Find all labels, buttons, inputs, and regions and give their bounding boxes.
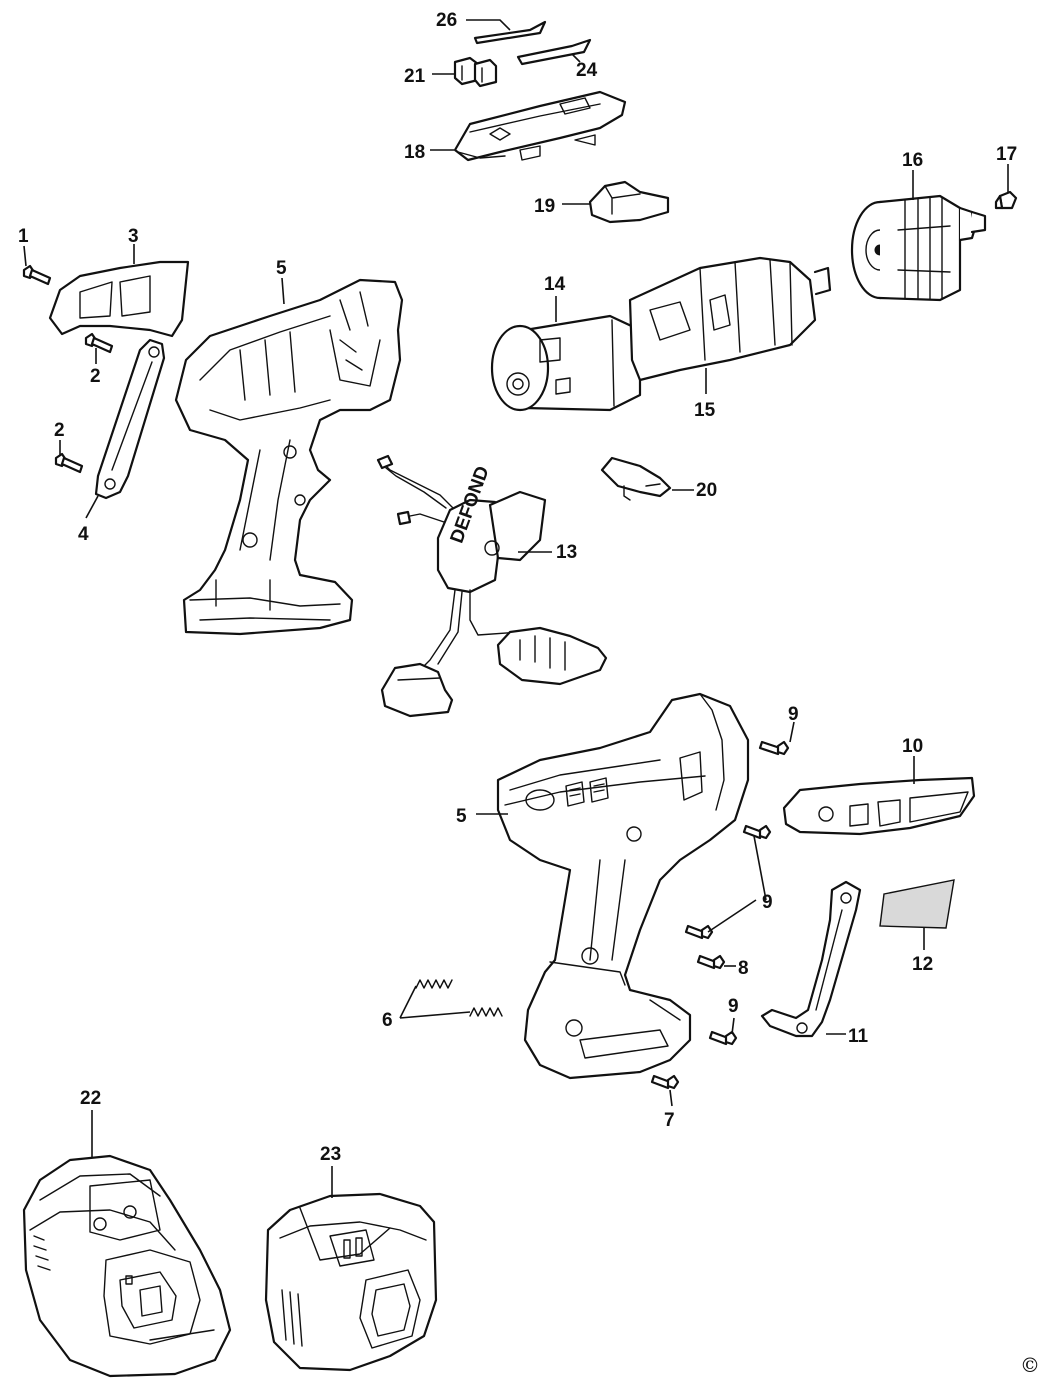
part-8-screw	[696, 954, 726, 970]
label-10: 10	[902, 736, 923, 757]
label-9-top: 9	[788, 704, 799, 725]
part-3-top-cover	[48, 260, 190, 338]
part-16-keyless-chuck	[850, 194, 987, 302]
label-26: 26	[436, 10, 457, 31]
label-13: 13	[556, 542, 577, 563]
part-20-reverse-button	[600, 456, 672, 501]
label-9-mid: 9	[762, 892, 773, 913]
label-23: 23	[320, 1144, 341, 1165]
label-21: 21	[404, 66, 426, 87]
label-19: 19	[534, 196, 555, 217]
part-11-handle-strip	[760, 880, 862, 1038]
part-10-side-cover	[782, 776, 976, 836]
label-15: 15	[694, 400, 716, 421]
part-19-slider	[588, 180, 670, 224]
part-18-bit-holder	[453, 90, 627, 162]
part-9-screw-mid	[742, 824, 772, 840]
part-number-labels: 26 24 21 18 19 16 17 1 3 5 14 2 15 2 20 …	[18, 10, 1017, 1165]
label-1: 1	[18, 226, 29, 247]
label-5-top: 5	[276, 258, 287, 279]
label-5-bottom: 5	[456, 806, 467, 827]
part-9-screw-lower	[684, 924, 714, 940]
part-9-screw-bottom	[708, 1030, 738, 1046]
label-6: 6	[382, 1010, 393, 1031]
label-2-bottom: 2	[54, 420, 65, 441]
label-17: 17	[996, 144, 1017, 165]
label-22: 22	[80, 1088, 101, 1109]
label-16: 16	[902, 150, 923, 171]
part-17-chuck-screw	[994, 190, 1018, 210]
label-20: 20	[696, 480, 717, 501]
copyright-mark: ©	[1020, 1353, 1040, 1377]
part-1-screw	[22, 264, 52, 286]
part-5-left-housing	[174, 278, 404, 636]
part-4-side-strip	[94, 338, 166, 500]
part-14-motor	[490, 314, 642, 412]
label-9-bottom: 9	[728, 996, 739, 1017]
part-15-gearbox	[628, 256, 832, 382]
part-2-screws	[54, 332, 114, 474]
label-2-top: 2	[90, 366, 101, 387]
label-4: 4	[78, 524, 89, 545]
part-22-charger	[22, 1154, 232, 1378]
label-8: 8	[738, 958, 749, 979]
part-5-right-housing	[496, 692, 750, 1080]
part-23-battery	[264, 1192, 438, 1372]
part-12-label	[879, 879, 955, 929]
part-21-bit-clips	[453, 56, 498, 88]
label-3: 3	[128, 226, 139, 247]
label-7: 7	[664, 1110, 675, 1131]
label-24: 24	[576, 60, 598, 81]
part-9-screw-top	[758, 740, 790, 756]
part-13-switch-assembly: DEFOND	[376, 454, 608, 718]
leader-lines	[23, 19, 1009, 1198]
part-7-screw	[650, 1074, 680, 1090]
part-26-screwdriver-bit	[473, 20, 547, 45]
label-14: 14	[544, 274, 566, 295]
label-18: 18	[404, 142, 425, 163]
part-24-screwdriver-bit	[516, 38, 592, 66]
label-12: 12	[912, 954, 933, 975]
label-11: 11	[848, 1026, 869, 1047]
part-6-springs	[415, 979, 503, 1017]
